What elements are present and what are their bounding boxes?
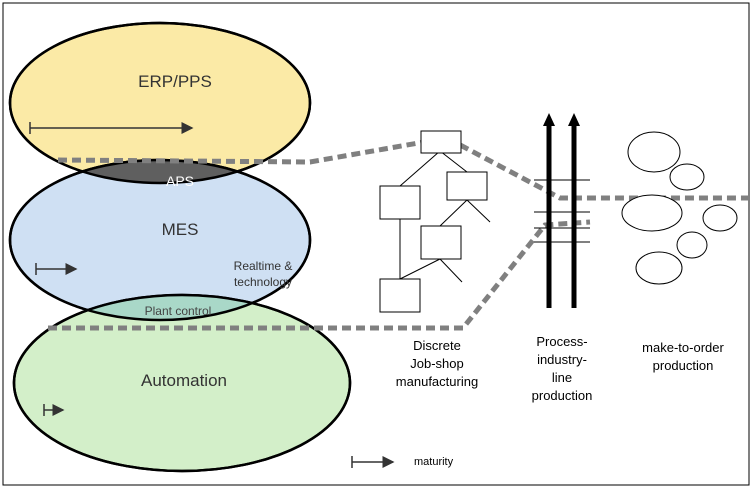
process-label-line3: line <box>552 370 572 385</box>
erp-label: ERP/PPS <box>138 72 212 91</box>
plant-control-label: Plant control <box>145 304 212 318</box>
lower-boundary-line <box>48 219 591 331</box>
automation-outline <box>12 293 352 473</box>
mes-note-line2: technology <box>234 275 292 289</box>
process-label-line2: industry- <box>537 352 587 367</box>
mes-label: MES <box>162 220 199 239</box>
job-shop-tree <box>379 130 491 313</box>
discrete-label-line3: manufacturing <box>396 374 478 389</box>
mes-note-line1: Realtime & <box>234 259 293 273</box>
discrete-label-line2: Job-shop <box>410 356 463 371</box>
process-label-line1: Process- <box>536 334 587 349</box>
aps-label: APS <box>166 173 194 189</box>
mto-label-line1: make-to-order <box>642 340 724 355</box>
discrete-label-line1: Discrete <box>413 338 461 353</box>
erp-outline <box>8 21 312 185</box>
automation-label: Automation <box>141 371 227 390</box>
legend-label: maturity <box>414 456 454 468</box>
upper-boundary-line <box>57 135 748 201</box>
process-line-arrows <box>534 113 590 308</box>
process-label-line4: production <box>532 388 593 403</box>
make-to-order-bubbles <box>621 131 738 285</box>
mto-label-line2: production <box>653 358 714 373</box>
